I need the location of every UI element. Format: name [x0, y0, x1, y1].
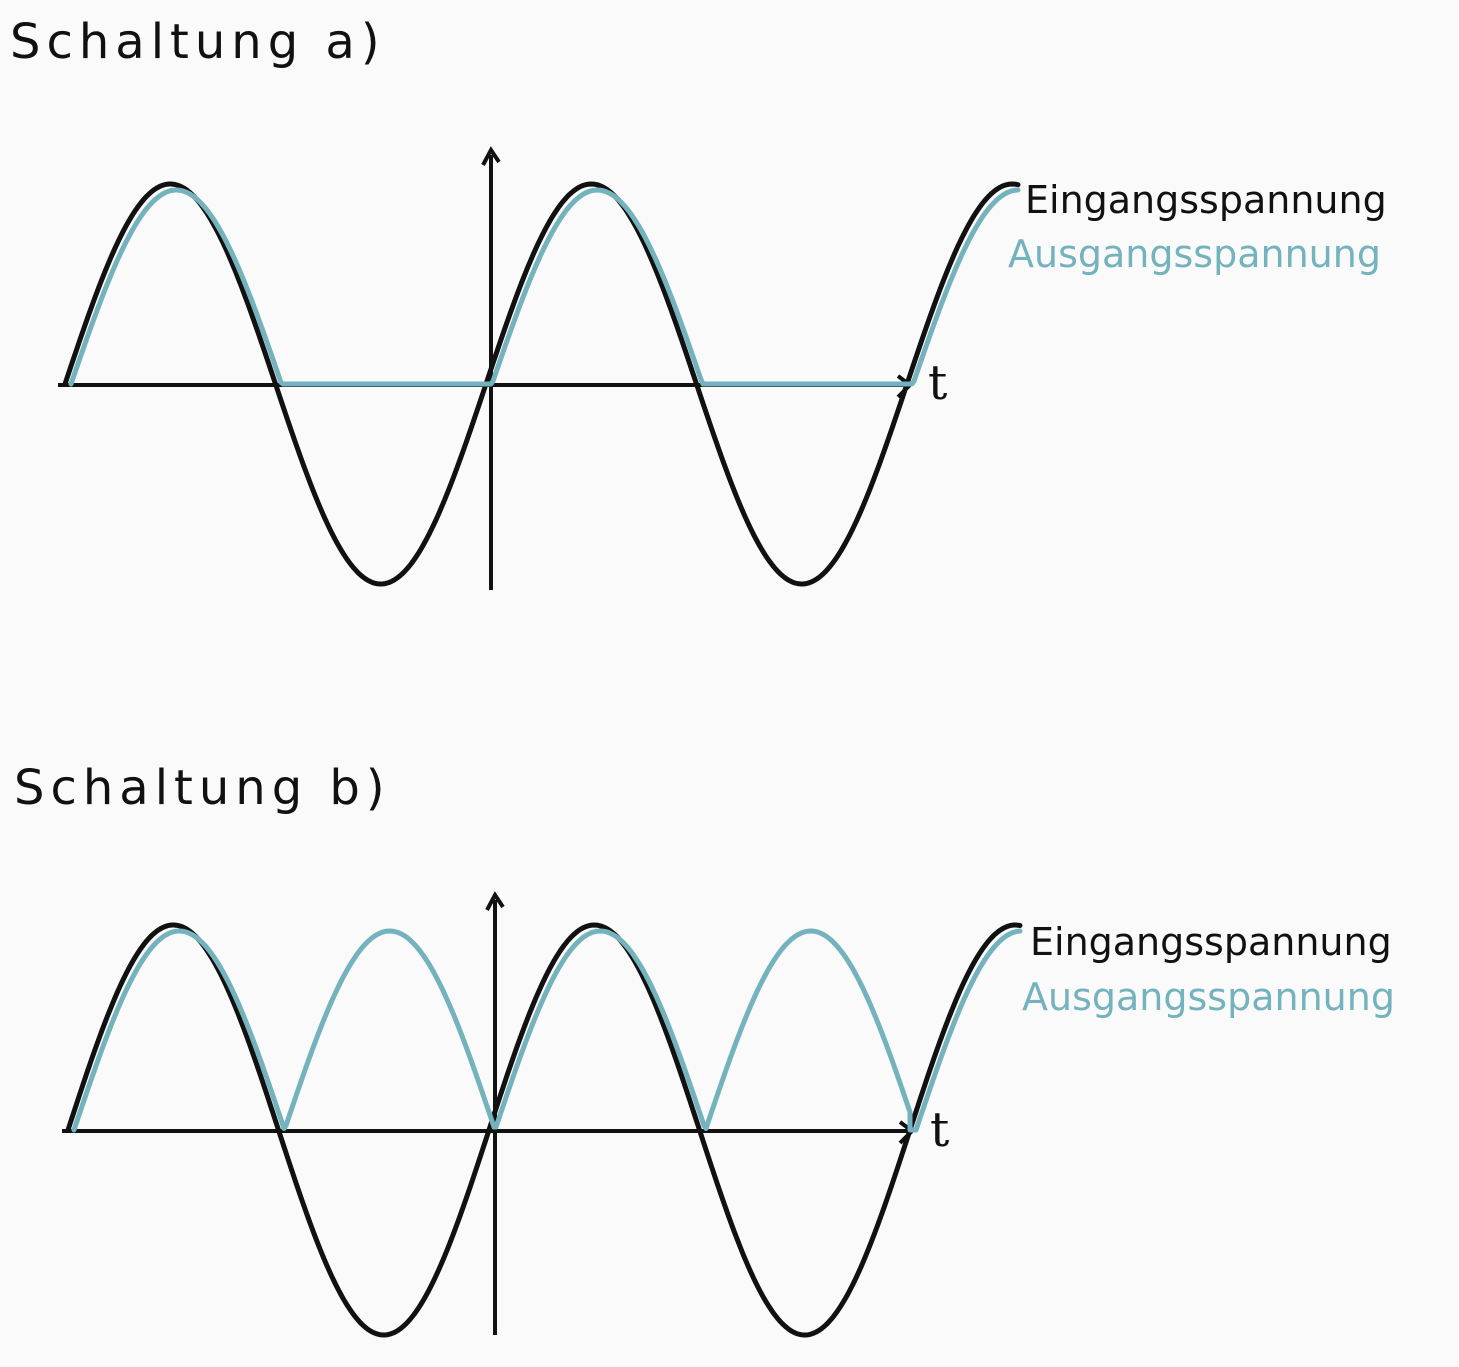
- panel-a-input-curve: [62, 181, 1021, 587]
- panel-a-output-label: Ausgangsspannung: [1008, 232, 1381, 276]
- panel-b-time-axis-label: t: [930, 1102, 950, 1158]
- panel-a-output-curve: [68, 187, 1021, 387]
- panel-b-output-curve: [71, 928, 1023, 1133]
- panel-b-input-curve: [65, 922, 1023, 1338]
- panel-a-title: Schaltung a): [10, 14, 386, 70]
- panel-b-input-label: Eingangsspannung: [1030, 920, 1392, 964]
- panel-b-y-axis-arrow: [485, 891, 505, 911]
- panel-a-plot: [58, 146, 1021, 590]
- panel-a-input-label: Eingangsspannung: [1025, 178, 1387, 222]
- panel-b-title: Schaltung b): [14, 760, 391, 816]
- panel-a-time-axis-label: t: [928, 355, 948, 411]
- panel-a-y-axis-arrow: [481, 146, 501, 166]
- panel-b-plot: [62, 891, 1023, 1338]
- panel-b-output-label: Ausgangsspannung: [1022, 975, 1395, 1019]
